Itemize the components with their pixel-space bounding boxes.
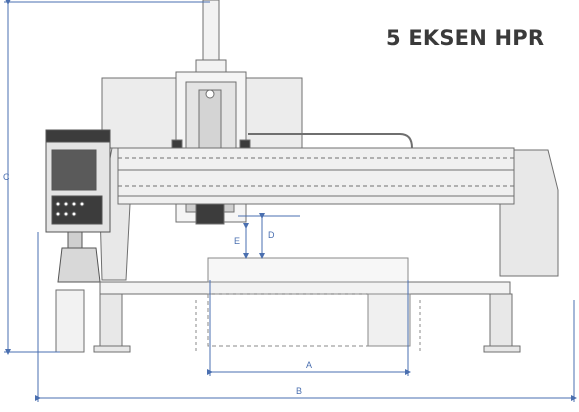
- dimension-c-label: C: [3, 172, 10, 182]
- dimension-a-label: A: [306, 360, 312, 370]
- dimension-d-label: D: [268, 230, 275, 240]
- dimension-b: [35, 232, 577, 402]
- dimension-a: [207, 280, 411, 376]
- cross-rail: [99, 281, 511, 295]
- dimension-b-label: B: [296, 386, 302, 396]
- dimension-d: [238, 213, 300, 259]
- dimension-e-label: E: [234, 236, 240, 246]
- gantry-beam: [117, 147, 515, 205]
- right-end-frame: [499, 149, 559, 277]
- support-legs: [55, 289, 521, 353]
- workpiece-zone: [195, 257, 421, 352]
- dimension-c: [4, 0, 210, 355]
- z-axis-column: [195, 0, 227, 81]
- page-title: 5 EKSEN HPR: [386, 26, 545, 50]
- control-panel: [45, 129, 111, 283]
- cable-tube: [248, 133, 413, 149]
